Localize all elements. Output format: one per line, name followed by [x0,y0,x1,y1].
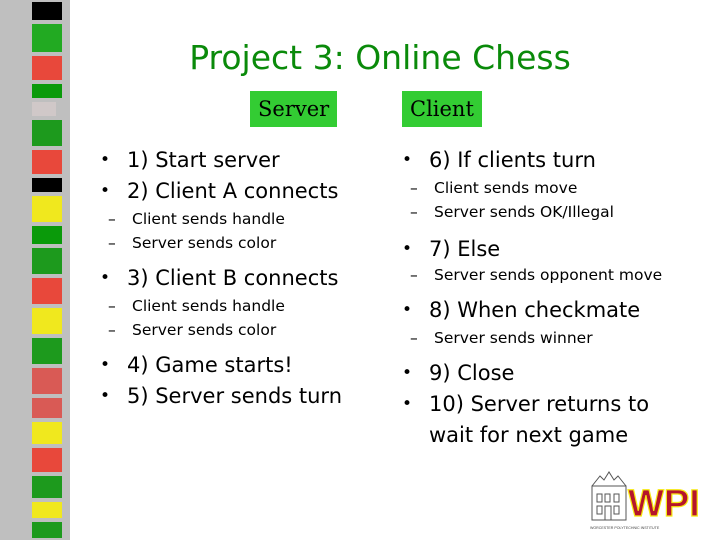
client-step-item: –Server sends opponent move [402,265,692,285]
strip-block [32,502,62,518]
client-step-item-text: Server sends OK/Illegal [434,203,614,221]
bullet-marker: • [100,355,111,375]
client-step-item-text: Server sends winner [434,329,593,347]
client-step-item-text: 7) Else [429,237,501,261]
client-step-item: • 6) If clients turn [402,145,692,176]
client-step-item: • 7) Else [402,234,692,265]
strip-block [32,476,62,498]
server-step-item-text: 5) Server sends turn [127,384,343,408]
dash-marker: – [108,210,116,228]
server-step-item-text: Client sends handle [132,210,285,228]
bullet-marker: • [402,363,413,383]
strip-block [32,308,62,334]
strip-block [32,150,62,174]
strip-block [32,84,62,98]
client-step-item-text: 10) Server returns to wait for next game [429,392,650,447]
wpi-logo: WPI WORCESTER POLYTECHNIC INSTITUTE [590,471,700,530]
strip-block [32,102,56,116]
server-step-item: • 4) Game starts! [100,350,370,381]
wpi-logo-text: WPI [628,483,700,525]
bullet-marker: • [100,386,111,406]
dash-marker: – [108,297,116,315]
client-step-item: –Server sends winner [402,326,692,350]
slide-title: Project 3: Online Chess [189,38,571,77]
server-step-item: –Client sends handle [100,294,370,318]
strip-block [32,422,62,444]
strip-block [32,56,62,80]
client-step-item: –Client sends move [402,176,692,200]
server-step-item-text: 2) Client A connects [127,179,339,203]
server-step-item-text: 4) Game starts! [127,353,293,377]
strip-block [32,338,62,364]
server-step-item: • 3) Client B connects [100,263,370,294]
client-step-item-text: 8) When checkmate [429,298,641,322]
client-step-item: • 8) When checkmate [402,295,692,326]
server-step-item-text: 3) Client B connects [127,266,339,290]
bullet-marker: • [402,394,413,414]
bullet-marker: • [100,150,111,170]
dash-marker: – [410,266,418,284]
client-heading: Client [402,91,482,127]
strip-block [32,24,62,52]
client-step-item: • 10) Server returns to wait for next gam… [402,389,692,451]
dash-marker: – [410,179,418,197]
client-step-item-text: 9) Close [429,361,515,385]
bullet-marker: • [402,150,413,170]
strip-block [32,196,62,222]
dash-marker: – [410,329,418,347]
server-step-item-text: 1) Start server [127,148,280,172]
client-step-item: –Server sends OK/Illegal [402,200,692,224]
server-step-item: –Server sends color [100,318,370,342]
server-step-item: –Server sends color [100,231,370,255]
server-step-item: –Client sends handle [100,207,370,231]
wpi-logo-tagline: WORCESTER POLYTECHNIC INSTITUTE [590,526,660,530]
server-step-item: • 1) Start server [100,145,370,176]
strip-block [32,120,62,146]
strip-block [32,278,62,304]
strip-block [32,2,62,20]
strip-block [32,368,62,394]
server-step-item-text: Client sends handle [132,297,285,315]
bullet-marker: • [402,239,413,259]
server-heading: Server [250,91,338,127]
server-step-item-text: Server sends color [132,234,277,252]
server-step-item-text: Server sends color [132,321,277,339]
server-steps-list: •1) Start server•2) Client A connects–Cl… [100,145,370,412]
dash-marker: – [410,203,418,221]
dash-marker: – [108,321,116,339]
bullet-marker: • [402,300,413,320]
client-step-item: • 9) Close [402,358,692,389]
server-step-item: • 5) Server sends turn [100,381,370,412]
strip-block [32,226,62,244]
client-steps-list: •6) If clients turn–Client sends move–Se… [402,145,692,451]
strip-block [32,178,62,192]
client-step-item-text: Client sends move [434,179,578,197]
strip-block [32,398,62,418]
server-step-item: • 2) Client A connects [100,176,370,207]
client-step-item-text: 6) If clients turn [429,148,596,172]
strip-block [32,448,62,472]
bullet-marker: • [100,181,111,201]
strip-block [32,248,62,274]
strip-block [32,522,62,538]
client-step-item-text: Server sends opponent move [434,266,663,284]
building-icon [591,471,627,521]
dash-marker: – [108,234,116,252]
bullet-marker: • [100,268,111,288]
